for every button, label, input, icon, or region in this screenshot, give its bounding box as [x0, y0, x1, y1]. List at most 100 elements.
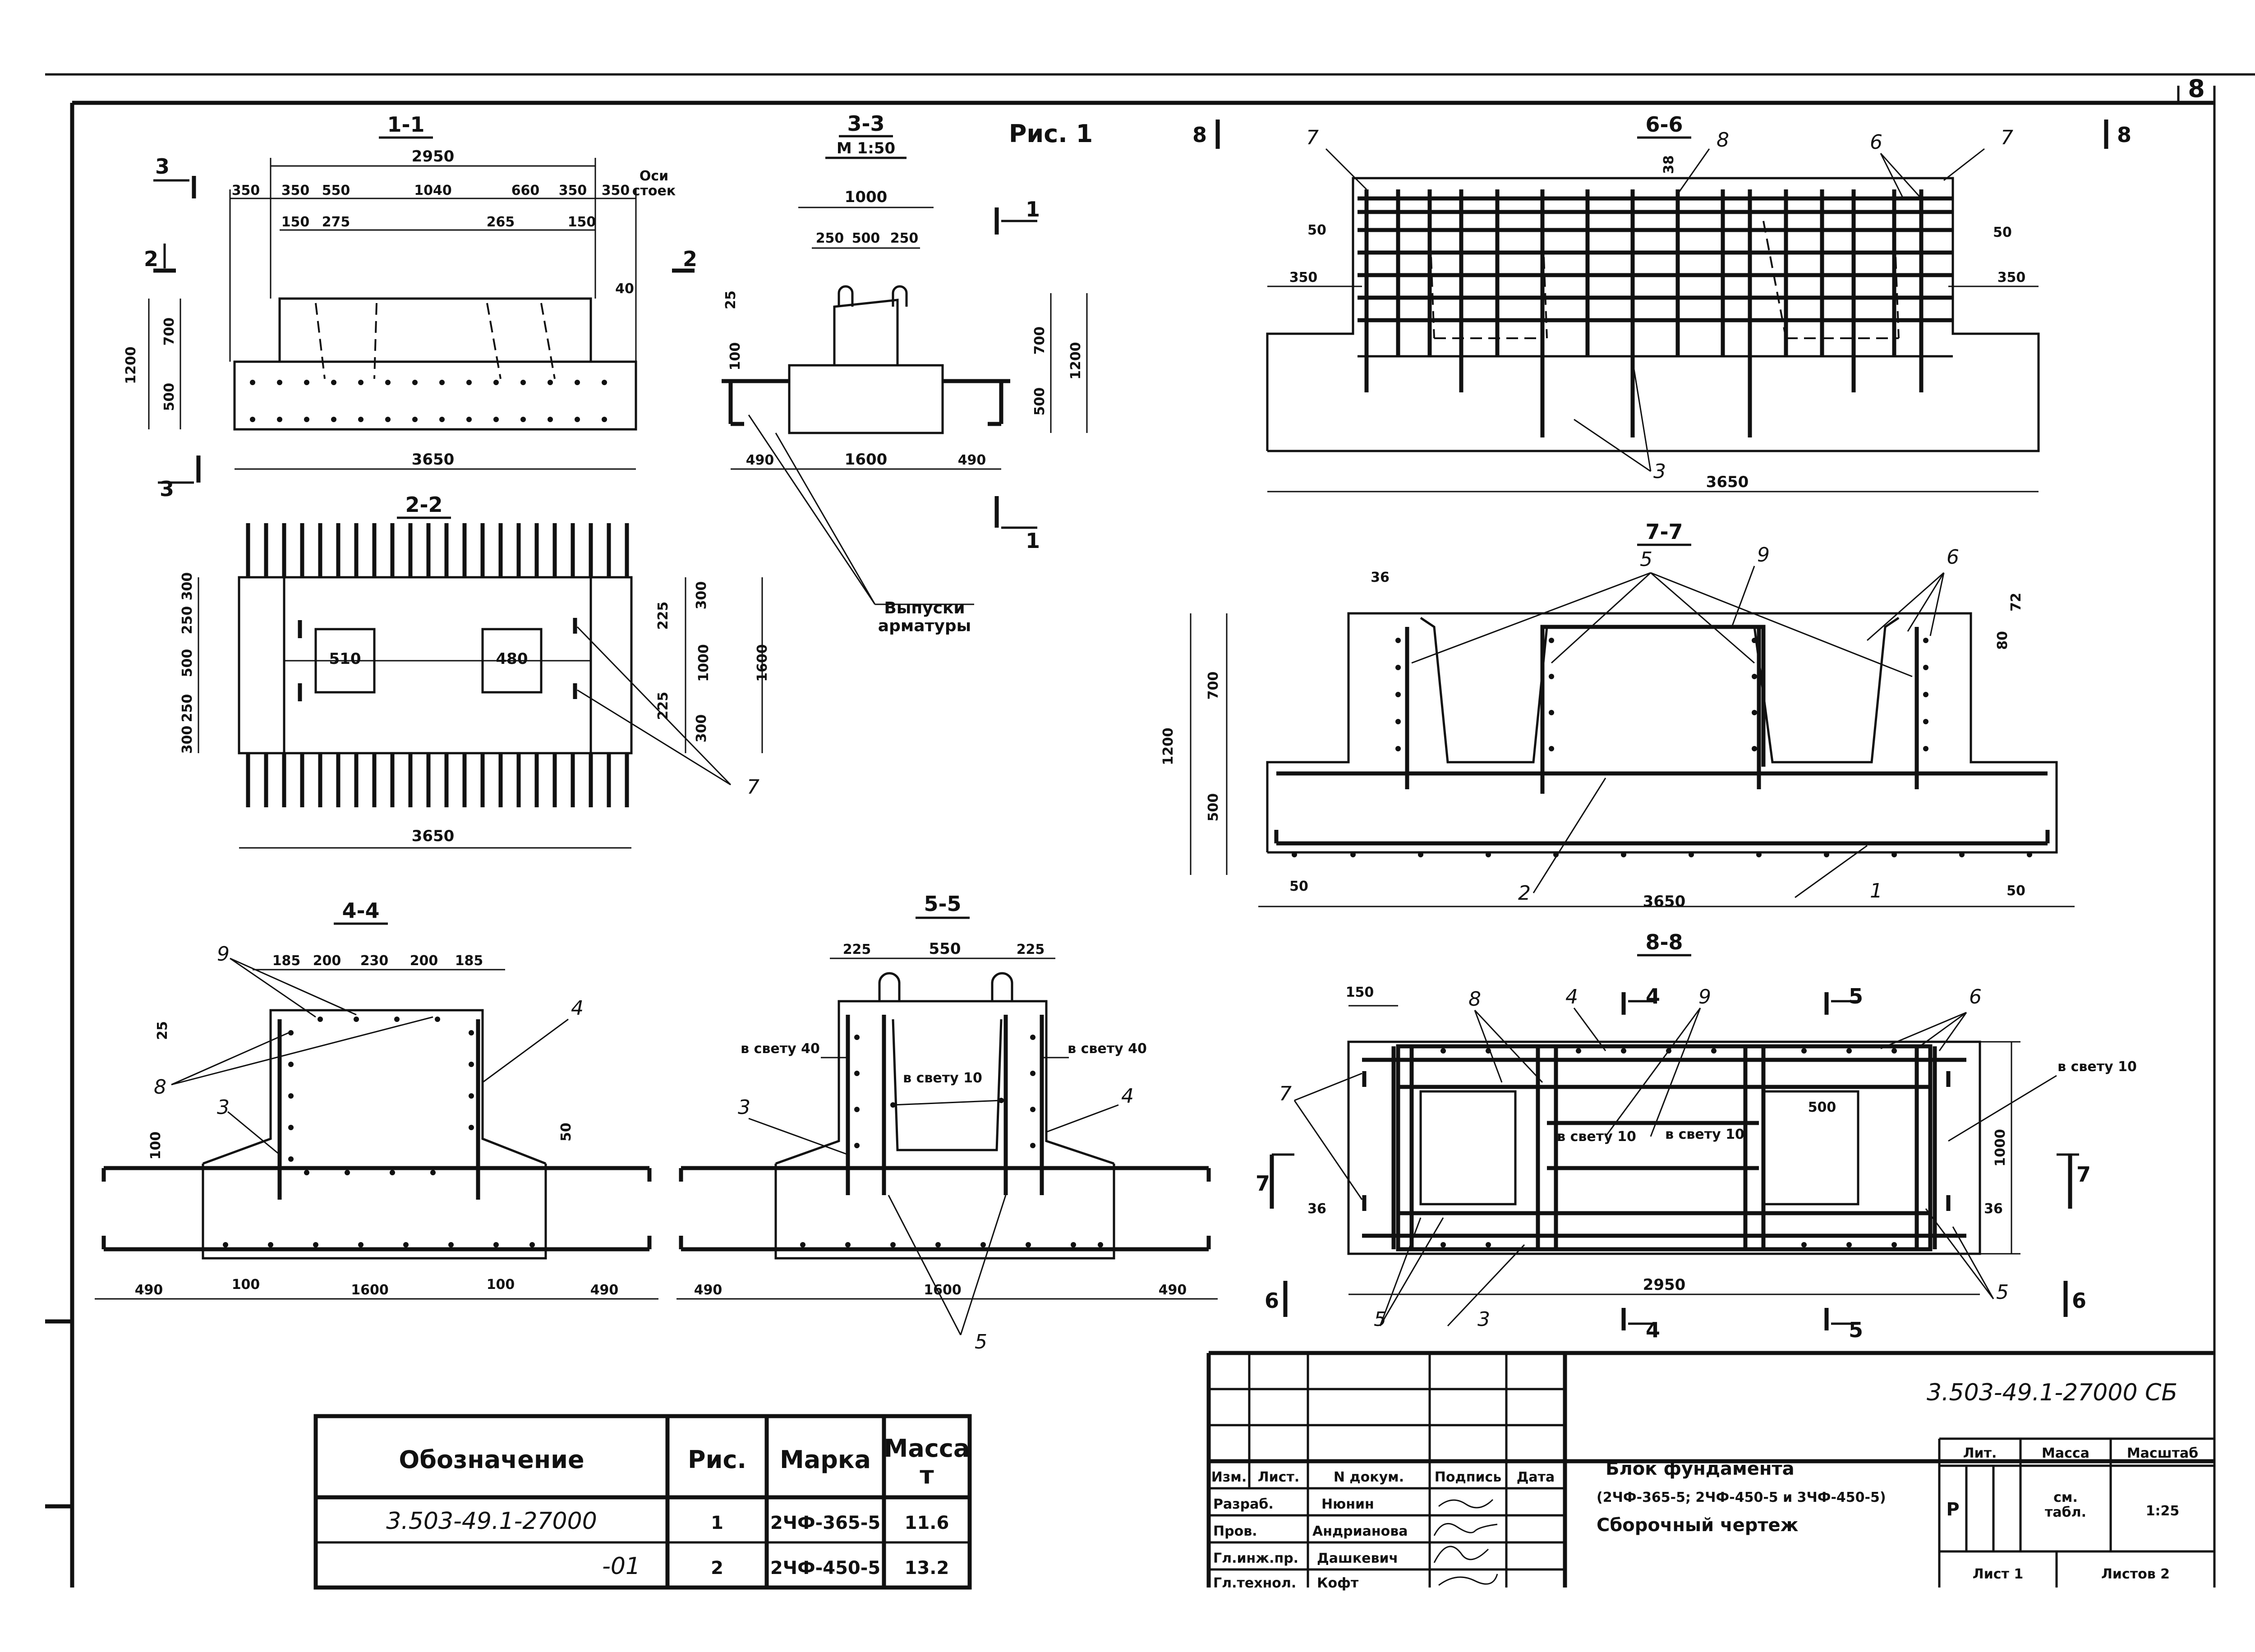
section-title: 5-5	[924, 892, 961, 916]
row2-mass: 13.2	[905, 1558, 949, 1578]
section-title: 2-2	[405, 492, 442, 517]
rebar-grid	[1358, 189, 1953, 437]
dim-b-1: 1600	[924, 1282, 962, 1298]
sheets-label: Листов 2	[2101, 1566, 2170, 1582]
dim-h-upper: 700	[1206, 672, 1221, 700]
callout-9: 9	[217, 943, 230, 966]
section-2-2: 2-2 510 480 300 250 500 250 300 225 300	[179, 492, 770, 849]
cut-2-right: 2	[683, 247, 697, 271]
note-left: в свету 40	[741, 1041, 820, 1057]
dim-38: 38	[1661, 155, 1677, 174]
dim-b-4: 490	[590, 1282, 619, 1298]
dim-40: 40	[615, 281, 634, 297]
callout-4: 4	[1121, 1085, 1134, 1108]
title-block: 3.503-49.1-27000 СБ Изм. Лист. N докум. …	[1209, 1353, 2214, 1591]
dim-50-left: 50	[1307, 222, 1326, 238]
dim-inner-1: 275	[322, 214, 350, 230]
dim-left-2: 500	[179, 649, 195, 677]
dim-1000: 1000	[1993, 1129, 2008, 1167]
note-right: в свету 10	[2057, 1059, 2137, 1075]
section-title: 6-6	[1645, 112, 1683, 137]
dim-top-0: 350	[232, 183, 260, 198]
title-line-1: (2ЧФ-365-5; 2ЧФ-450-5 и 3ЧФ-450-5)	[1597, 1490, 1886, 1505]
dim-80: 80	[1995, 631, 2011, 650]
cut-5-top: 5	[1849, 984, 1863, 1008]
rebar-dots	[1292, 638, 2032, 857]
role-1: Пров.	[1213, 1523, 1257, 1539]
dim-50-right: 50	[2006, 883, 2025, 899]
opening-left: 510	[329, 650, 361, 668]
col-head-izm: Изм.	[1211, 1469, 1247, 1485]
scale: М 1:50	[837, 139, 895, 157]
dim-top: 1000	[845, 188, 888, 206]
row1-fig: 1	[711, 1513, 723, 1533]
dim-b-0: 490	[746, 452, 774, 468]
callout-5: 5	[1640, 548, 1652, 571]
dim-top-3: 1040	[414, 183, 452, 198]
opening-right: 480	[496, 650, 528, 668]
dim-left-4: 300	[179, 726, 195, 754]
callout-8: 8	[1468, 988, 1481, 1011]
figure-label: Рис. 1	[1009, 120, 1093, 148]
title-line-0: Блок фундамента	[1606, 1459, 1795, 1479]
dim-b-2: 490	[958, 452, 986, 468]
dim-b-1: 100	[232, 1277, 260, 1293]
dim-25: 25	[723, 290, 739, 309]
note-b: в свету 10	[1665, 1127, 1744, 1142]
callout-1: 1	[1870, 879, 1882, 902]
cut-7-right: 7	[2076, 1162, 2091, 1187]
section-title: 1-1	[387, 112, 424, 137]
section-8-8: 8-8 150 1000 500 36 3	[1256, 930, 2137, 1342]
callout-7-left: 7	[1306, 126, 1319, 149]
dim-right-1: 300	[694, 581, 709, 610]
row2-mark: 2ЧФ-450-5	[770, 1558, 880, 1578]
dim-72: 72	[2008, 593, 2024, 612]
section-5-5: 5-5 225 550 225 в свету 40 в свету 40 в …	[676, 892, 1218, 1353]
dim-top-sub-1: 500	[852, 230, 880, 246]
dim-h-upper: 700	[1032, 327, 1048, 355]
name-2: Дашкевич	[1317, 1551, 1398, 1566]
rebar-dots	[223, 1017, 535, 1247]
rebar-dots	[800, 1035, 1103, 1247]
scale-value: 1:25	[2146, 1503, 2180, 1519]
dim-inner-0: 150	[281, 214, 310, 230]
cut-1-bottom: 1	[1026, 529, 1040, 553]
dim-b-1: 1600	[845, 451, 888, 469]
dim-b-3: 100	[487, 1277, 515, 1293]
callout-7: 7	[1279, 1082, 1292, 1105]
dim-top-3: 200	[410, 953, 438, 969]
row1-mass: 11.6	[905, 1513, 949, 1533]
section-title: 3-3	[847, 111, 884, 136]
callout-8: 8	[154, 1076, 166, 1099]
cut-3-top: 3	[155, 154, 170, 179]
section-1-1: 1-1 2950 350 350 550 1040 660 350 350 Ос…	[123, 112, 697, 501]
dim-top-1: 200	[313, 953, 341, 969]
callout-6: 6	[1969, 985, 1982, 1008]
dim-top-5: 350	[559, 183, 587, 198]
row2-designation: -01	[602, 1553, 640, 1580]
col-head-mark: Марка	[780, 1445, 871, 1474]
callout-3: 3	[1477, 1308, 1490, 1331]
role-2: Гл.инж.пр.	[1213, 1551, 1298, 1566]
dim-b-0: 490	[135, 1282, 163, 1298]
dim-top-2: 225	[1017, 942, 1045, 957]
rebar-dots	[250, 380, 607, 422]
col-head-sign: Подпись	[1435, 1469, 1501, 1485]
callout-2: 2	[1518, 882, 1531, 905]
dim-36: 36	[1371, 570, 1390, 585]
dim-36-left: 36	[1307, 1201, 1326, 1217]
dim-top-1: 550	[929, 940, 961, 958]
role-0: Разраб.	[1213, 1496, 1274, 1512]
cut-1-top: 1	[1026, 197, 1040, 221]
dim-b-0: 490	[694, 1282, 723, 1298]
dim-h-lower: 500	[161, 383, 177, 411]
name-0: Нюнин	[1321, 1496, 1374, 1512]
cut-4-top: 4	[1646, 984, 1660, 1008]
col-head-designation: Обозначение	[399, 1445, 584, 1474]
dim-right-3: 300	[694, 714, 709, 743]
section-6-6: 6-6 8 8	[1192, 112, 2131, 492]
dim-h-total: 1200	[1160, 727, 1176, 765]
cut-3-bottom: 3	[160, 477, 174, 501]
dim-top-2: 550	[322, 183, 350, 198]
